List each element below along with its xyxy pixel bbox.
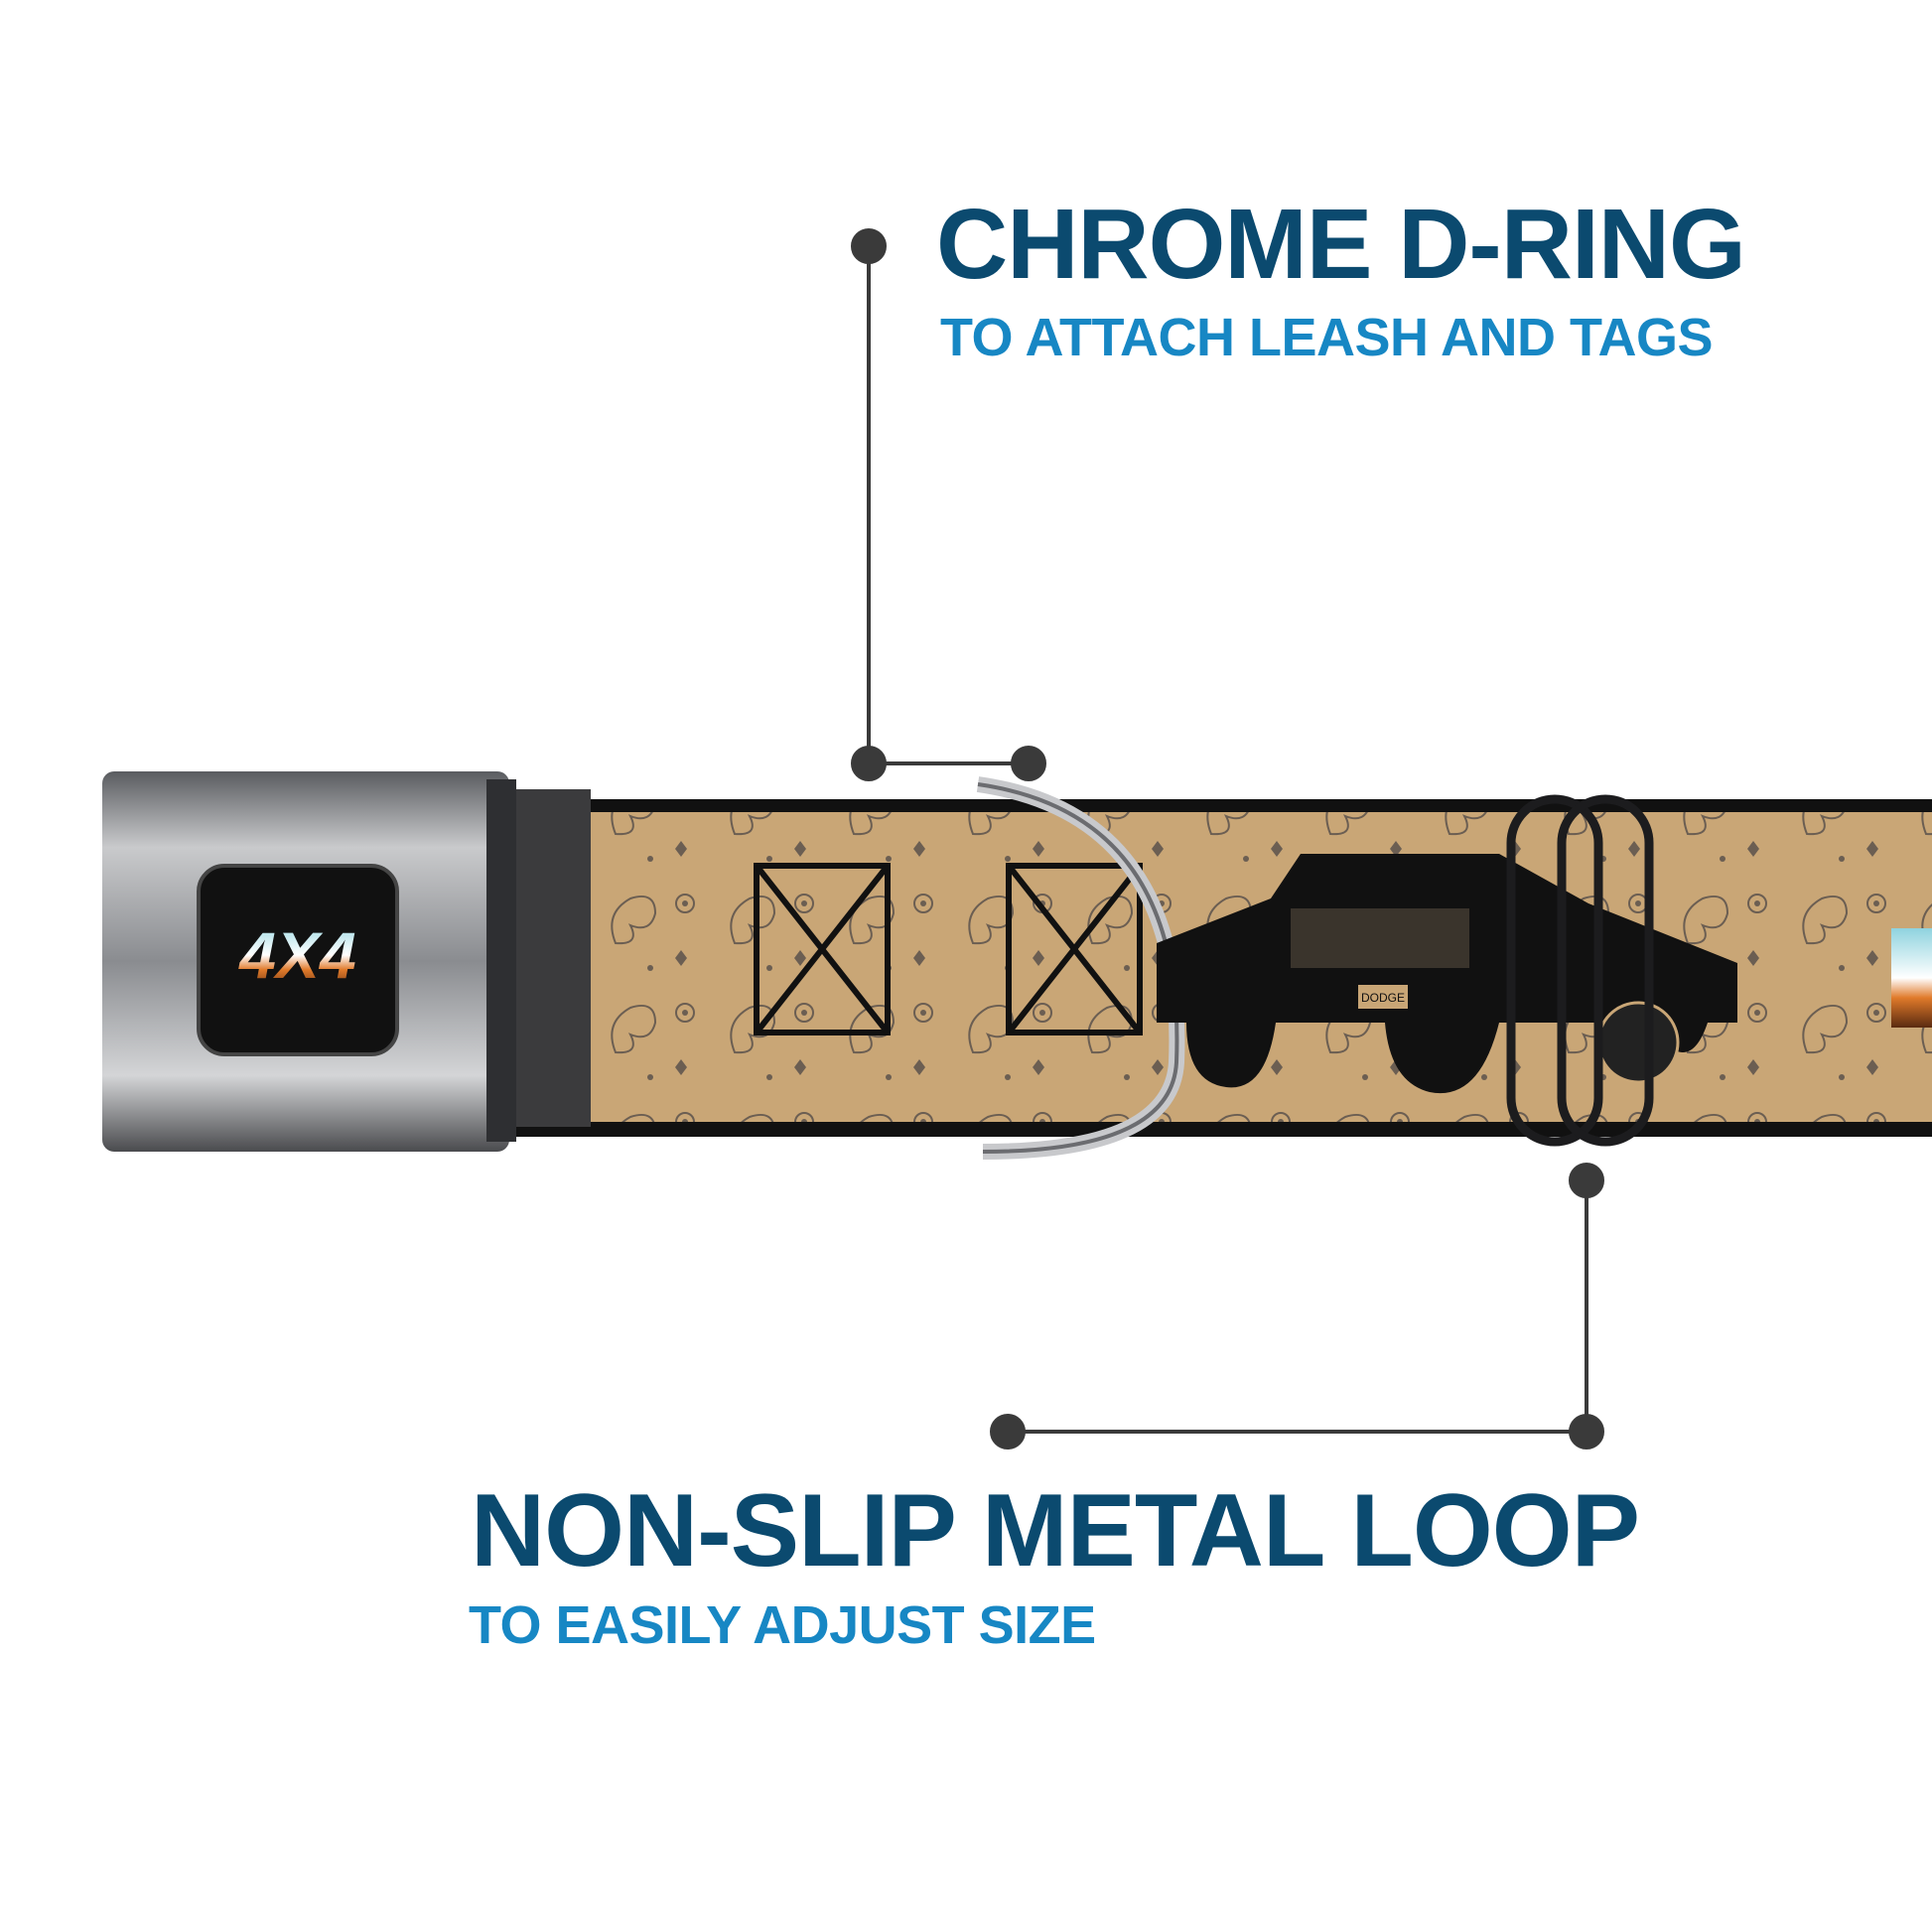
loop-title: NON-SLIP METAL LOOP [471, 1473, 1640, 1588]
d-ring-leader-line [851, 228, 1046, 781]
partial-logo [1891, 928, 1932, 1028]
loop-subtitle: TO EASILY ADJUST SIZE [469, 1595, 1096, 1655]
d-ring-title: CHROME D-RING [936, 189, 1746, 300]
buckle-logo: 4X4 [237, 918, 355, 992]
metal-loop [1506, 794, 1654, 1147]
truck-graphic: DODGE [1157, 854, 1737, 1094]
seatbelt-buckle: 4X4 [102, 771, 516, 1152]
stitching [754, 863, 1143, 1035]
svg-text:DODGE: DODGE [1361, 991, 1405, 1005]
d-ring-subtitle: TO ATTACH LEASH AND TAGS [940, 308, 1713, 367]
loop-leader-line [990, 1163, 1604, 1449]
